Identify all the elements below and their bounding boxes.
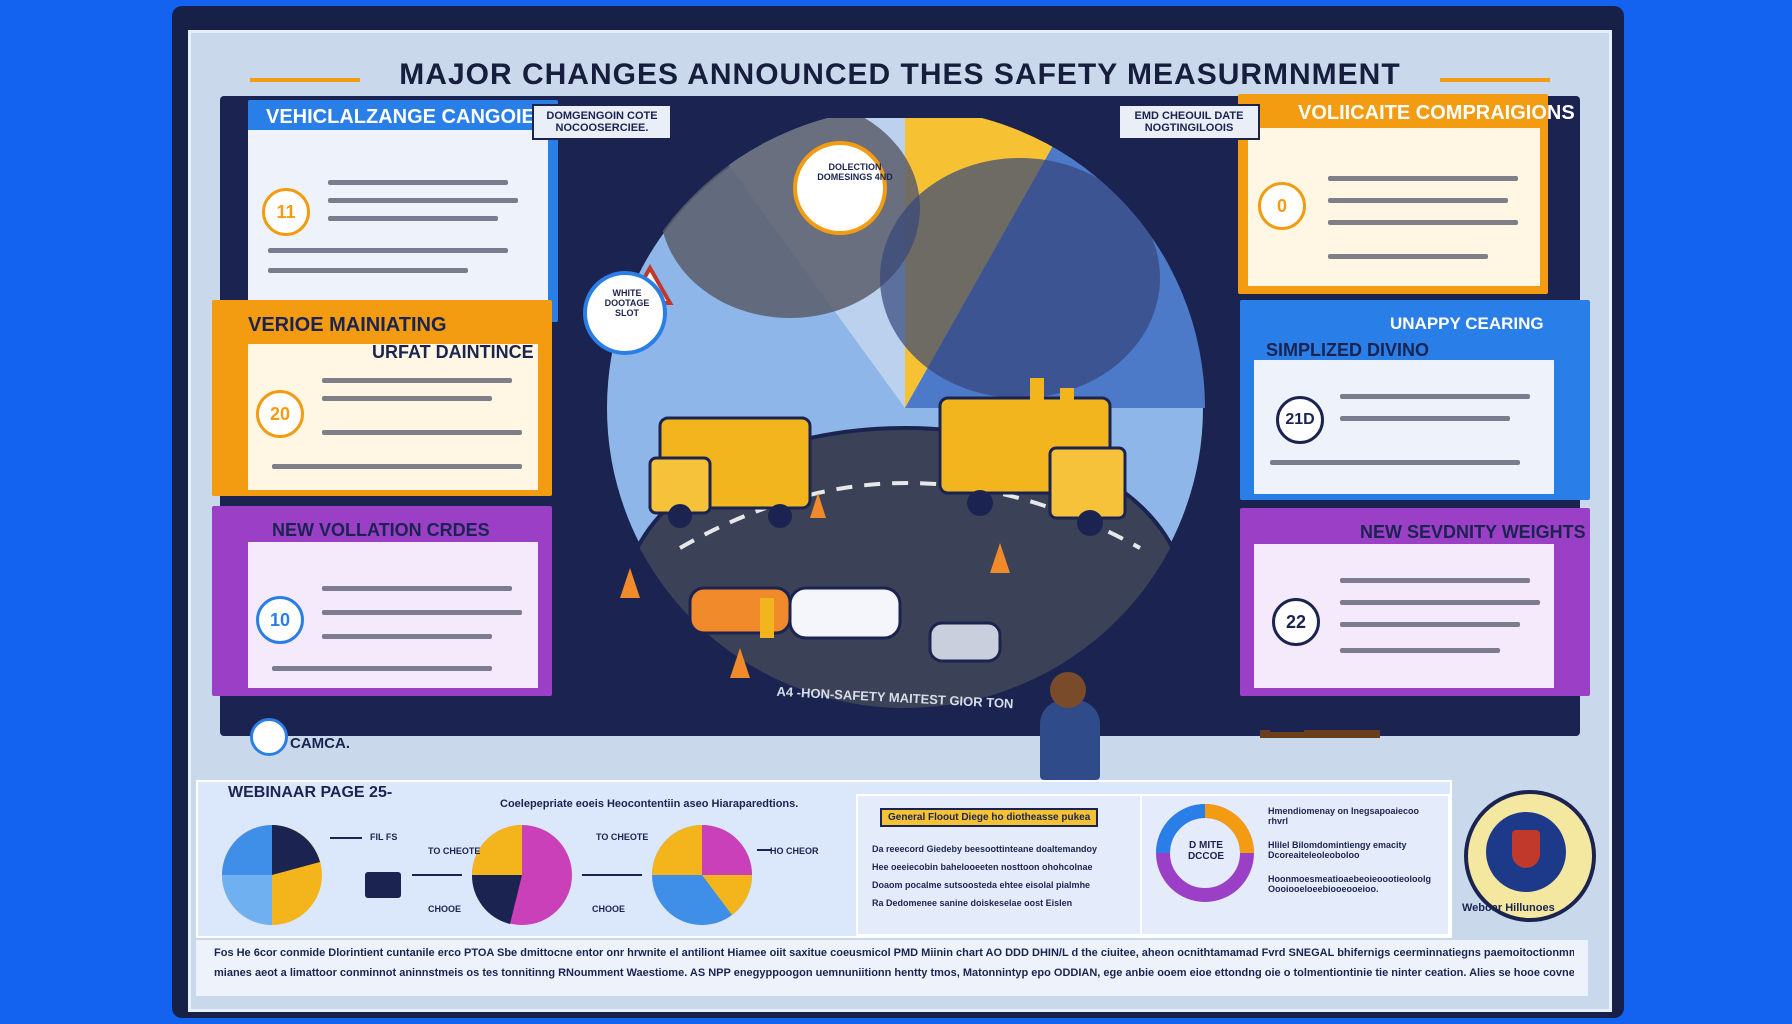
left-card-3-number: 10 [256, 596, 304, 644]
pie-label-6: HO CHEOR [770, 846, 819, 856]
pie-label-3: CHOOE [428, 904, 462, 914]
right-card-2-label: UNAPPY CEARING [1390, 314, 1544, 333]
monitor-icon [1270, 710, 1304, 732]
general-item-2: Hee oeeiecobin bahelooeeten nosttoon oho… [872, 862, 1093, 872]
title-rule-left [250, 78, 360, 82]
left-card-2-sublabel: URFAT DAINTINCE [372, 342, 534, 362]
right-card-3-number: 22 [1272, 598, 1320, 646]
right-card-3-label: NEW SEVDNITY WEIGHTS [1360, 522, 1586, 542]
left-card-1: VEHICLALZANGE CANGOIES 11 [248, 100, 558, 322]
donut-chart [1156, 804, 1254, 902]
printer-icon [365, 872, 401, 898]
right-list-item-1: Hlilel Bilomdomintiengy emacity Dcoreait… [1268, 840, 1407, 860]
tag-top-right: EMD CHEOUIL DATE NOGTINGILOOIS [1118, 104, 1260, 140]
pie-label-1: FIL FS [370, 832, 398, 842]
footer [196, 940, 1588, 996]
pie-chart-2 [471, 825, 572, 925]
person-head [1050, 672, 1086, 708]
person-figure [1040, 700, 1100, 780]
general-item-4: Ra Dedomenee sanine doiskeselae oost Eis… [872, 898, 1073, 908]
left-card-3: NEW VOLLATION CRDES 10 [212, 506, 552, 696]
pie-label-2: TO CHEOTE [428, 846, 481, 856]
general-item-1: Da reeecord Giedeby beesoottinteane doal… [872, 844, 1098, 854]
bubble-text-left: WHITE DOOTAGE SLOT [604, 288, 650, 318]
webinar-header: Coelepepriate eoeis Heocontentiin aseo H… [500, 798, 799, 810]
desk-icon [1260, 730, 1380, 738]
right-card-2: UNAPPY CEARING SIMPLIZED DIVINO 21D [1240, 300, 1590, 500]
pie-charts [222, 825, 772, 925]
left-card-3-label: NEW VOLLATION CRDES [272, 520, 490, 540]
webinar-label: WEBINAAR PAGE 25- [228, 784, 393, 801]
pie-chart-1 [222, 825, 322, 925]
right-card-1-number: 0 [1258, 182, 1306, 230]
left-card-2-label: VERIOE MAINIATING [248, 314, 447, 336]
right-list-item-2: Hoonmoesmeatioaebeoieoootieoloolg Oooioo… [1268, 874, 1432, 894]
pie-label-4: CHOOE [592, 904, 626, 914]
car-icon-orange [688, 586, 792, 635]
seal-caption: Weboar Hillunoes [1462, 902, 1555, 914]
pie-chart-3 [652, 825, 752, 925]
agency-logo-icon [250, 718, 288, 756]
right-card-1-label: VOLIICAITE COMPRAIGIONS [1298, 102, 1575, 124]
right-list-header: Hmendiomenay on Inegsapoaiecoo rhvrl [1268, 806, 1420, 826]
agency-name: FEMECHARCAR, A CAMCA. [290, 719, 427, 752]
right-card-2-number: 21D [1276, 396, 1324, 444]
footer-line-2: mianes aeot a limattoor conminnot aninns… [214, 967, 1574, 979]
left-card-1-number: 11 [262, 188, 310, 236]
right-card-1: VOLIICAITE COMPRAIGIONS 0 [1238, 94, 1575, 294]
left-card-2: VERIOE MAINIATING URFAT DAINTINCE 20 [212, 300, 552, 496]
seal-icon [1464, 790, 1596, 922]
central-illustration [583, 118, 1207, 710]
pie-label-5: TO CHEOTE [596, 832, 649, 842]
general-box-header: General Floout Diege ho diotheasse pukea [880, 808, 1099, 827]
car-icon-white [788, 586, 902, 640]
left-card-2-number: 20 [256, 390, 304, 438]
right-card-2-sublabel: SIMPLIZED DIVINO [1266, 340, 1430, 360]
tag-top-left: DOMGENGOIN COTE NOCOOSERCIEE. [532, 104, 672, 140]
left-card-1-label: VEHICLALZANGE CANGOIES [266, 106, 549, 128]
right-card-3: NEW SEVDNITY WEIGHTS 22 [1240, 508, 1590, 696]
bubble-text-top: DOLECTION DOMESINGS 4ND [817, 162, 893, 182]
footer-line-1: Fos He 6cor conmide Dlorintient cuntanil… [214, 947, 1574, 959]
donut-label: D MITE DCCOE [1187, 840, 1225, 862]
general-item-3: Doaom pocalme sutsoosteda ehtee eisolal … [872, 880, 1091, 890]
title-rule-right [1440, 78, 1550, 82]
